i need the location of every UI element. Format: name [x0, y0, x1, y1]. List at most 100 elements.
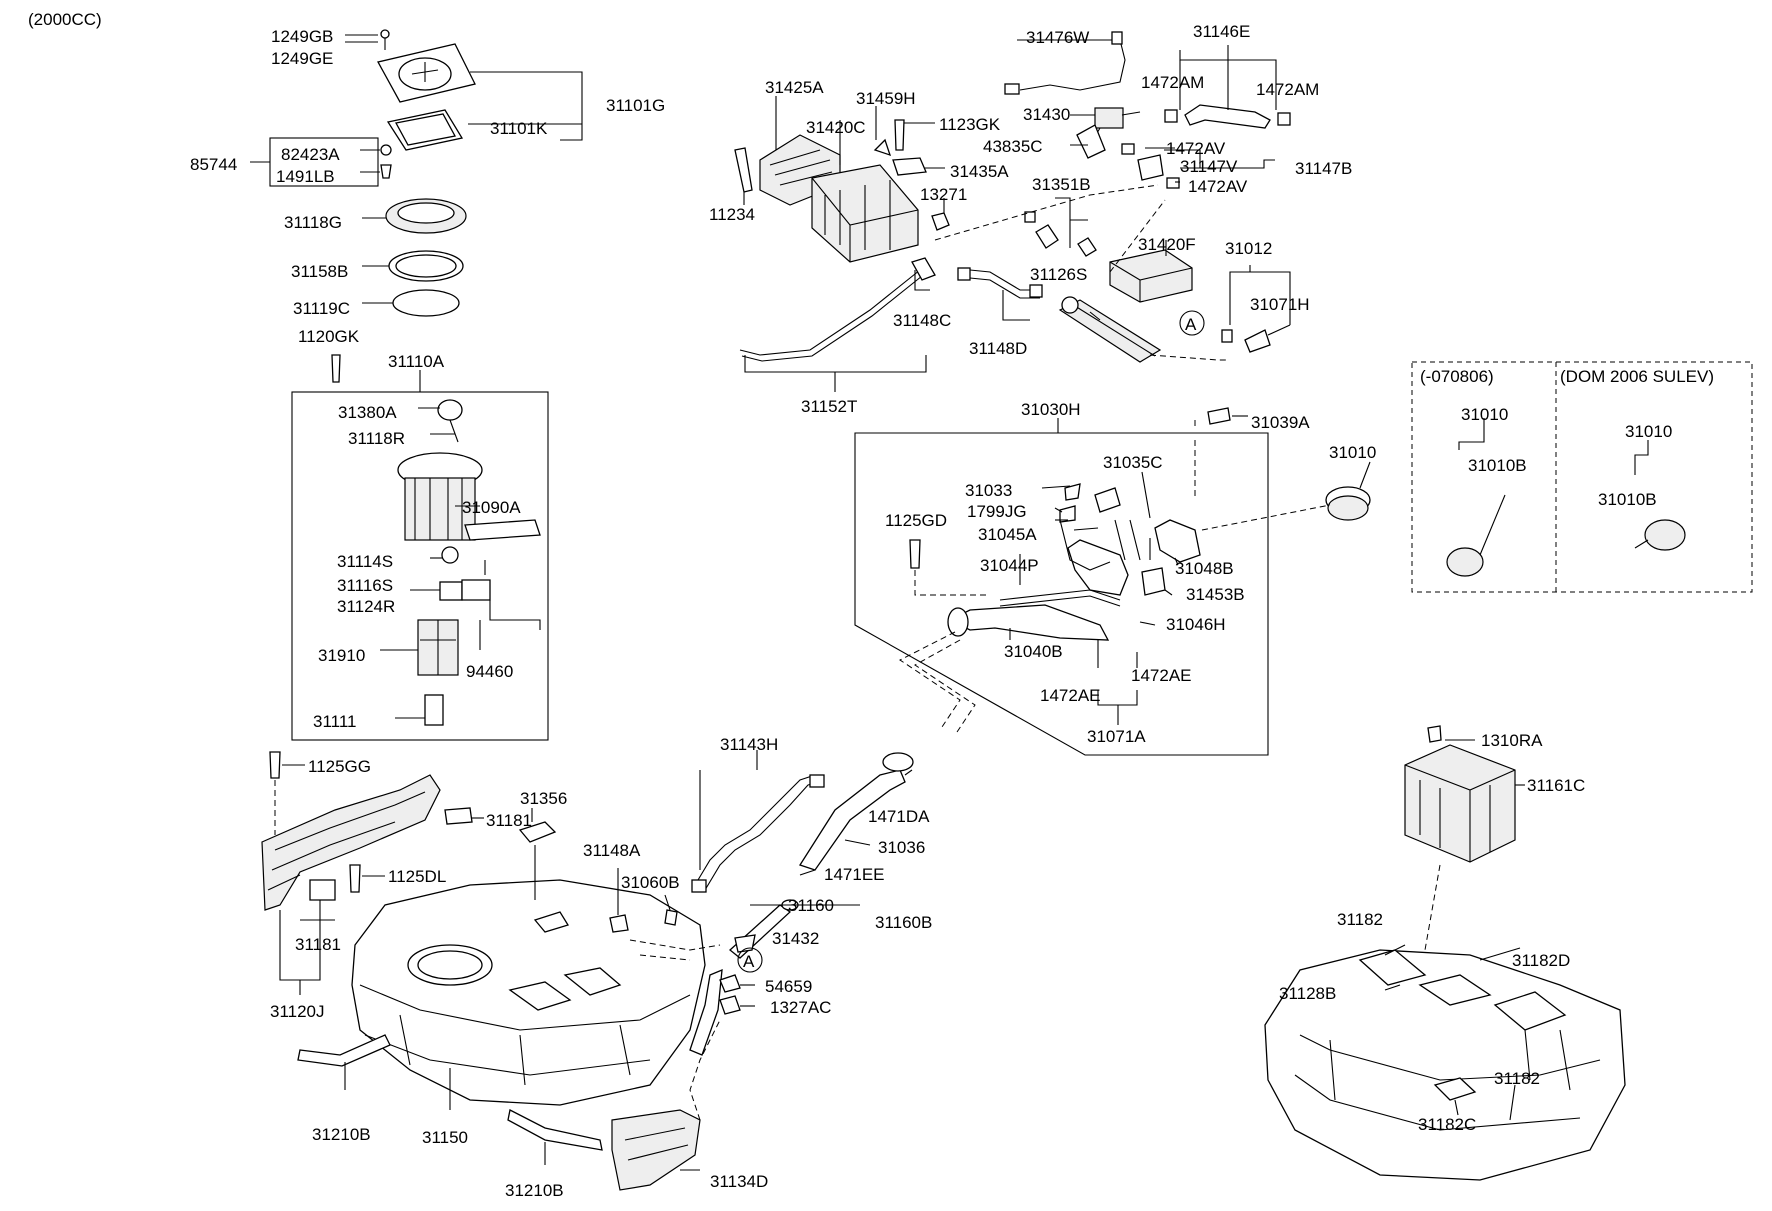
hose-31143H: [691, 774, 825, 893]
callout-31181-b: 31181: [295, 935, 341, 954]
callout-31148A: 31148A: [583, 841, 641, 860]
callout-31158B: 31158B: [291, 262, 348, 281]
fuel-cap-31010-main: [1325, 486, 1371, 521]
pad-31181-b: [309, 879, 336, 901]
callout-labels: 1249GB 1249GE 31101G 31101K 82423A 85744…: [190, 22, 1672, 1200]
charcoal-canister-31420C: [811, 164, 919, 263]
bolt-1123GK-icon: [894, 119, 905, 151]
callout-31147B: 31147B: [1295, 159, 1352, 178]
callout-1327AC: 1327AC: [770, 998, 831, 1017]
callout-1310RA: 1310RA: [1481, 731, 1543, 750]
bolt-1249GB-icon: [380, 29, 390, 50]
nut-13271-icon: [931, 212, 950, 231]
marker-A-bottom-label: A: [743, 952, 755, 971]
callout-31010-variant-b: 31010: [1625, 422, 1672, 441]
callout-31152T: 31152T: [801, 397, 857, 416]
callout-31071A: 31071A: [1087, 727, 1146, 746]
callout-43835C: 43835C: [983, 137, 1043, 156]
oring-31119C: [392, 289, 460, 317]
callout-85744: 85744: [190, 155, 237, 174]
ring-31118G: [385, 198, 467, 234]
bolt-11234-icon: [734, 147, 753, 193]
filter-31420F: [1109, 249, 1193, 303]
callout-31435A: 31435A: [950, 162, 1009, 181]
filler-hose-31036: [799, 752, 914, 871]
callout-31035C: 31035C: [1103, 453, 1163, 472]
engine-spec-label: (2000CC): [28, 10, 102, 29]
callout-1472AE-a: 1472AE: [1040, 686, 1101, 705]
hose-31147V: [1137, 154, 1164, 181]
callout-1125DL: 1125DL: [388, 867, 446, 886]
callout-31048B: 31048B: [1175, 559, 1234, 578]
fuel-cap-31010-variant-a: [1446, 494, 1506, 577]
callout-31046H: 31046H: [1166, 615, 1226, 634]
callout-31432: 31432: [772, 929, 819, 948]
ring-31158B: [388, 250, 464, 282]
vent-hose-31146E: [1164, 104, 1291, 129]
callout-31030H: 31030H: [1021, 400, 1081, 419]
bracket-43835C: [1076, 124, 1106, 159]
bracket-31356: [518, 821, 557, 900]
callout-31143H: 31143H: [720, 735, 778, 754]
callout-31012: 31012: [1225, 239, 1272, 258]
marker-A-bottom: [737, 947, 763, 973]
callout-31118R: 31118R: [348, 429, 405, 448]
callout-1472AV-a: 1472AV: [1166, 139, 1226, 158]
heat-shield-31120J: [261, 774, 441, 911]
hose-31148D: [957, 267, 1043, 299]
callout-31101K: 31101K: [490, 119, 548, 138]
callout-1125GG: 1125GG: [308, 757, 371, 776]
callout-31160B: 31160B: [875, 913, 932, 932]
callout-31118G: 31118G: [284, 213, 342, 232]
filler-neck-box: [854, 432, 1269, 756]
callout-31039A: 31039A: [1251, 413, 1310, 432]
fuel-tank-31150: [351, 879, 706, 1106]
variant-right-title: (DOM 2006 SULEV): [1560, 367, 1714, 386]
hose-31351B: [1024, 211, 1097, 257]
callout-31116S: 31116S: [337, 576, 393, 595]
callout-1123GK: 1123GK: [939, 115, 1001, 134]
hose-31071H-icon: [1244, 329, 1271, 353]
callout-31010-variant-a: 31010: [1461, 405, 1508, 424]
nut-1327AC-icon: [719, 995, 741, 1015]
callout-31101G: 31101G: [606, 96, 665, 115]
callout-31425A: 31425A: [765, 78, 824, 97]
callout-11234: 11234: [709, 205, 755, 224]
callout-31380A: 31380A: [338, 403, 397, 422]
callout-1125GD: 1125GD: [885, 511, 947, 530]
callout-31090A: 31090A: [462, 498, 521, 517]
clip-1472AV-a-icon: [1121, 143, 1135, 155]
callout-31146E: 31146E: [1193, 22, 1250, 41]
callout-31459H: 31459H: [856, 89, 916, 108]
bolt-31039A-icon: [1207, 407, 1231, 425]
callout-31160: 31160: [788, 896, 834, 915]
pipe-31152T: [739, 257, 936, 362]
callout-31182D: 31182D: [1512, 951, 1570, 970]
marker-A-top: [1179, 310, 1205, 336]
strap-31210B-a: [297, 1034, 391, 1067]
gasket-31101K: [386, 109, 464, 151]
bolt-1125GD-icon: [909, 539, 921, 569]
callout-31148C: 31148C: [893, 311, 951, 330]
callout-31420C: 31420C: [806, 118, 866, 137]
callout-31036: 31036: [878, 838, 925, 857]
callout-31044P: 31044P: [980, 556, 1039, 575]
variant-panel-frame: [1411, 361, 1753, 593]
nut-82423A-icon: [380, 144, 392, 156]
callout-31120J: 31120J: [270, 1002, 325, 1021]
valve-31060B-icon: [664, 909, 678, 926]
callout-31356: 31356: [520, 789, 567, 808]
callout-1491LB: 1491LB: [276, 167, 335, 186]
callout-31148D: 31148D: [969, 339, 1027, 358]
fuel-pump-module: [397, 399, 541, 726]
callout-94460: 94460: [466, 662, 513, 681]
fuel-cap-31010-variant-b: [1634, 519, 1686, 551]
callout-1249GB: 1249GB: [271, 27, 333, 46]
callout-31182-a: 31182: [1337, 910, 1383, 929]
callout-31181-a: 31181: [486, 811, 532, 830]
clip-31459H-icon: [873, 138, 892, 157]
callout-31114S: 31114S: [337, 552, 393, 571]
screw-1120GK-icon: [331, 354, 341, 383]
callout-31351B: 31351B: [1032, 175, 1091, 194]
callout-31430: 31430: [1023, 105, 1070, 124]
